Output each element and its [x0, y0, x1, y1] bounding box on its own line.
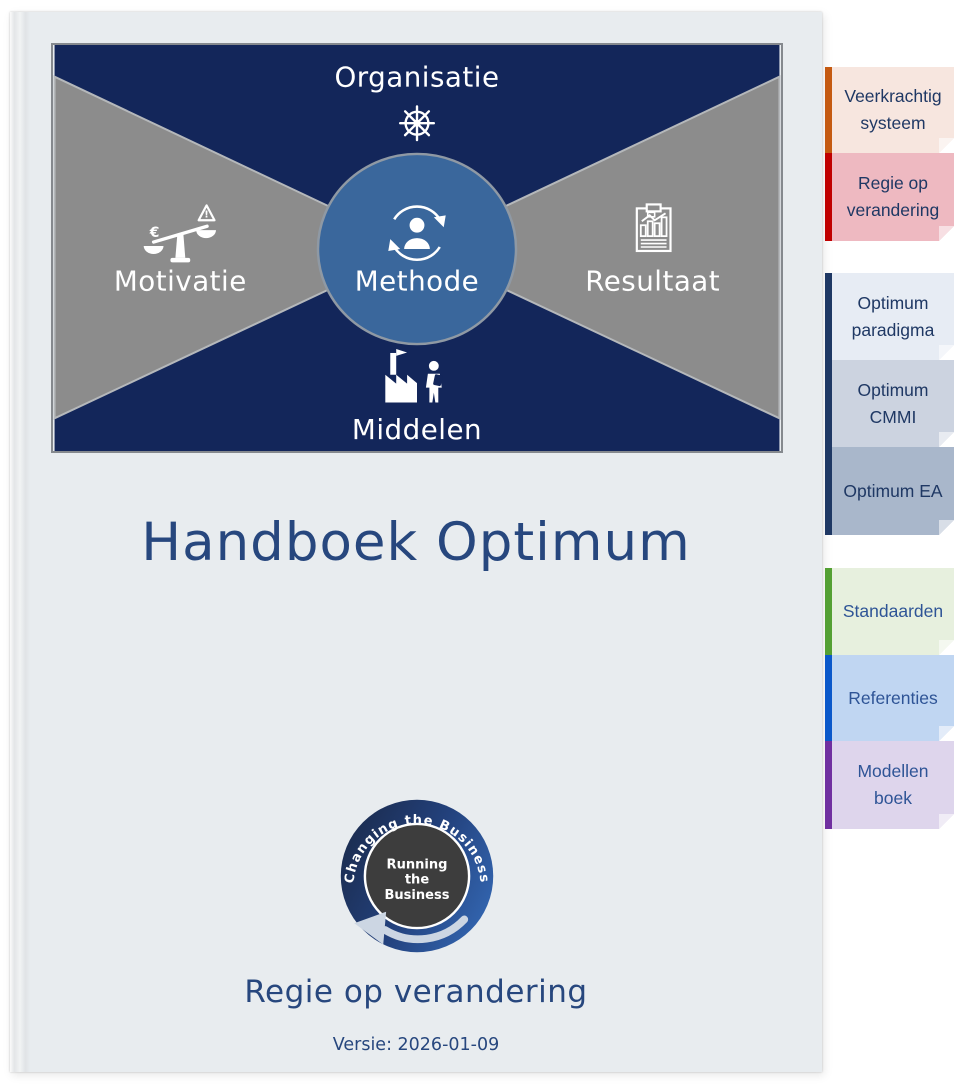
tab-label: Optimum CMMI [857, 379, 929, 427]
tab-body: Modellen boek [832, 741, 954, 829]
tab-modellen-boek[interactable]: Modellen boek [825, 741, 954, 829]
book-cover: € ! [10, 12, 822, 1072]
tab-body: Referenties [832, 655, 954, 741]
person-cycle-icon [388, 205, 446, 261]
tab-accent-bar [825, 568, 832, 655]
tab-optimum-cmmi[interactable]: Optimum CMMI [825, 360, 954, 447]
report-chart-icon [635, 203, 672, 253]
right-triangle [414, 75, 781, 420]
tab-label: Standaarden [842, 601, 944, 621]
tab-accent-bar [825, 655, 832, 741]
logo-inner-line-3: Business [385, 888, 450, 903]
tab-label: Referenties [848, 687, 938, 708]
logo-inner-line-2: the [405, 873, 429, 888]
left-triangle [53, 75, 420, 420]
tab-label: Regie op verandering [846, 173, 940, 220]
logo-inner-circle [363, 822, 471, 930]
svg-text:€: € [149, 225, 160, 241]
business-cycle-logo: Changing the Business Running the Busine… [340, 799, 494, 953]
tab-body: Veerkrachtig systeem [832, 67, 954, 153]
tab-body: Optimum CMMI [832, 360, 954, 447]
tab-label: Modellen boek [857, 761, 929, 808]
tab-label: Optimum EA [843, 480, 943, 501]
method-diagram: € ! [51, 43, 783, 453]
tab-optimum-ea[interactable]: Optimum EA [825, 447, 954, 535]
cycle-arrow-head [354, 911, 387, 945]
tab-accent-bar [825, 67, 832, 153]
diagram-label-motivatie: Motivatie [114, 265, 247, 298]
tab-optimum-paradigma[interactable]: Optimum paradigma [825, 273, 954, 360]
tab-body: Regie op verandering [832, 153, 954, 241]
ship-wheel-icon [398, 105, 436, 142]
factory-worker-icon [385, 349, 443, 403]
tab-accent-bar [825, 153, 832, 241]
tab-regie-op-verandering[interactable]: Regie op verandering [825, 153, 954, 241]
book-spine-edge [10, 12, 30, 1072]
tab-accent-bar [825, 447, 832, 535]
tab-body: Optimum paradigma [832, 273, 954, 360]
logo-inner-line-1: Running [387, 857, 448, 872]
tab-accent-bar [825, 360, 832, 447]
cover-title: Handboek Optimum [141, 512, 691, 573]
diagram-label-resultaat: Resultaat [585, 265, 720, 298]
tab-body: Standaarden [832, 568, 954, 655]
diagram-label-methode: Methode [355, 265, 479, 298]
tab-accent-bar [825, 741, 832, 829]
cycle-arrow [381, 915, 469, 944]
cover-subtitle: Regie op verandering [244, 974, 588, 1010]
diagram-label-middelen: Middelen [352, 413, 482, 446]
diagram-label-organisatie: Organisatie [334, 61, 499, 94]
tab-label: Veerkrachtig systeem [844, 86, 942, 133]
tab-label: Optimum paradigma [851, 292, 935, 340]
tab-body: Optimum EA [832, 447, 954, 535]
tab-accent-bar [825, 273, 832, 360]
version-label: Versie: 2026-01-09 [332, 1035, 500, 1055]
tab-standaarden[interactable]: Standaarden [825, 568, 954, 655]
svg-text:!: ! [204, 209, 209, 220]
balance-scale-icon: € ! [143, 204, 216, 263]
tab-referenties[interactable]: Referenties [825, 655, 954, 741]
tab-veerkrachtig-systeem[interactable]: Veerkrachtig systeem [825, 67, 954, 153]
